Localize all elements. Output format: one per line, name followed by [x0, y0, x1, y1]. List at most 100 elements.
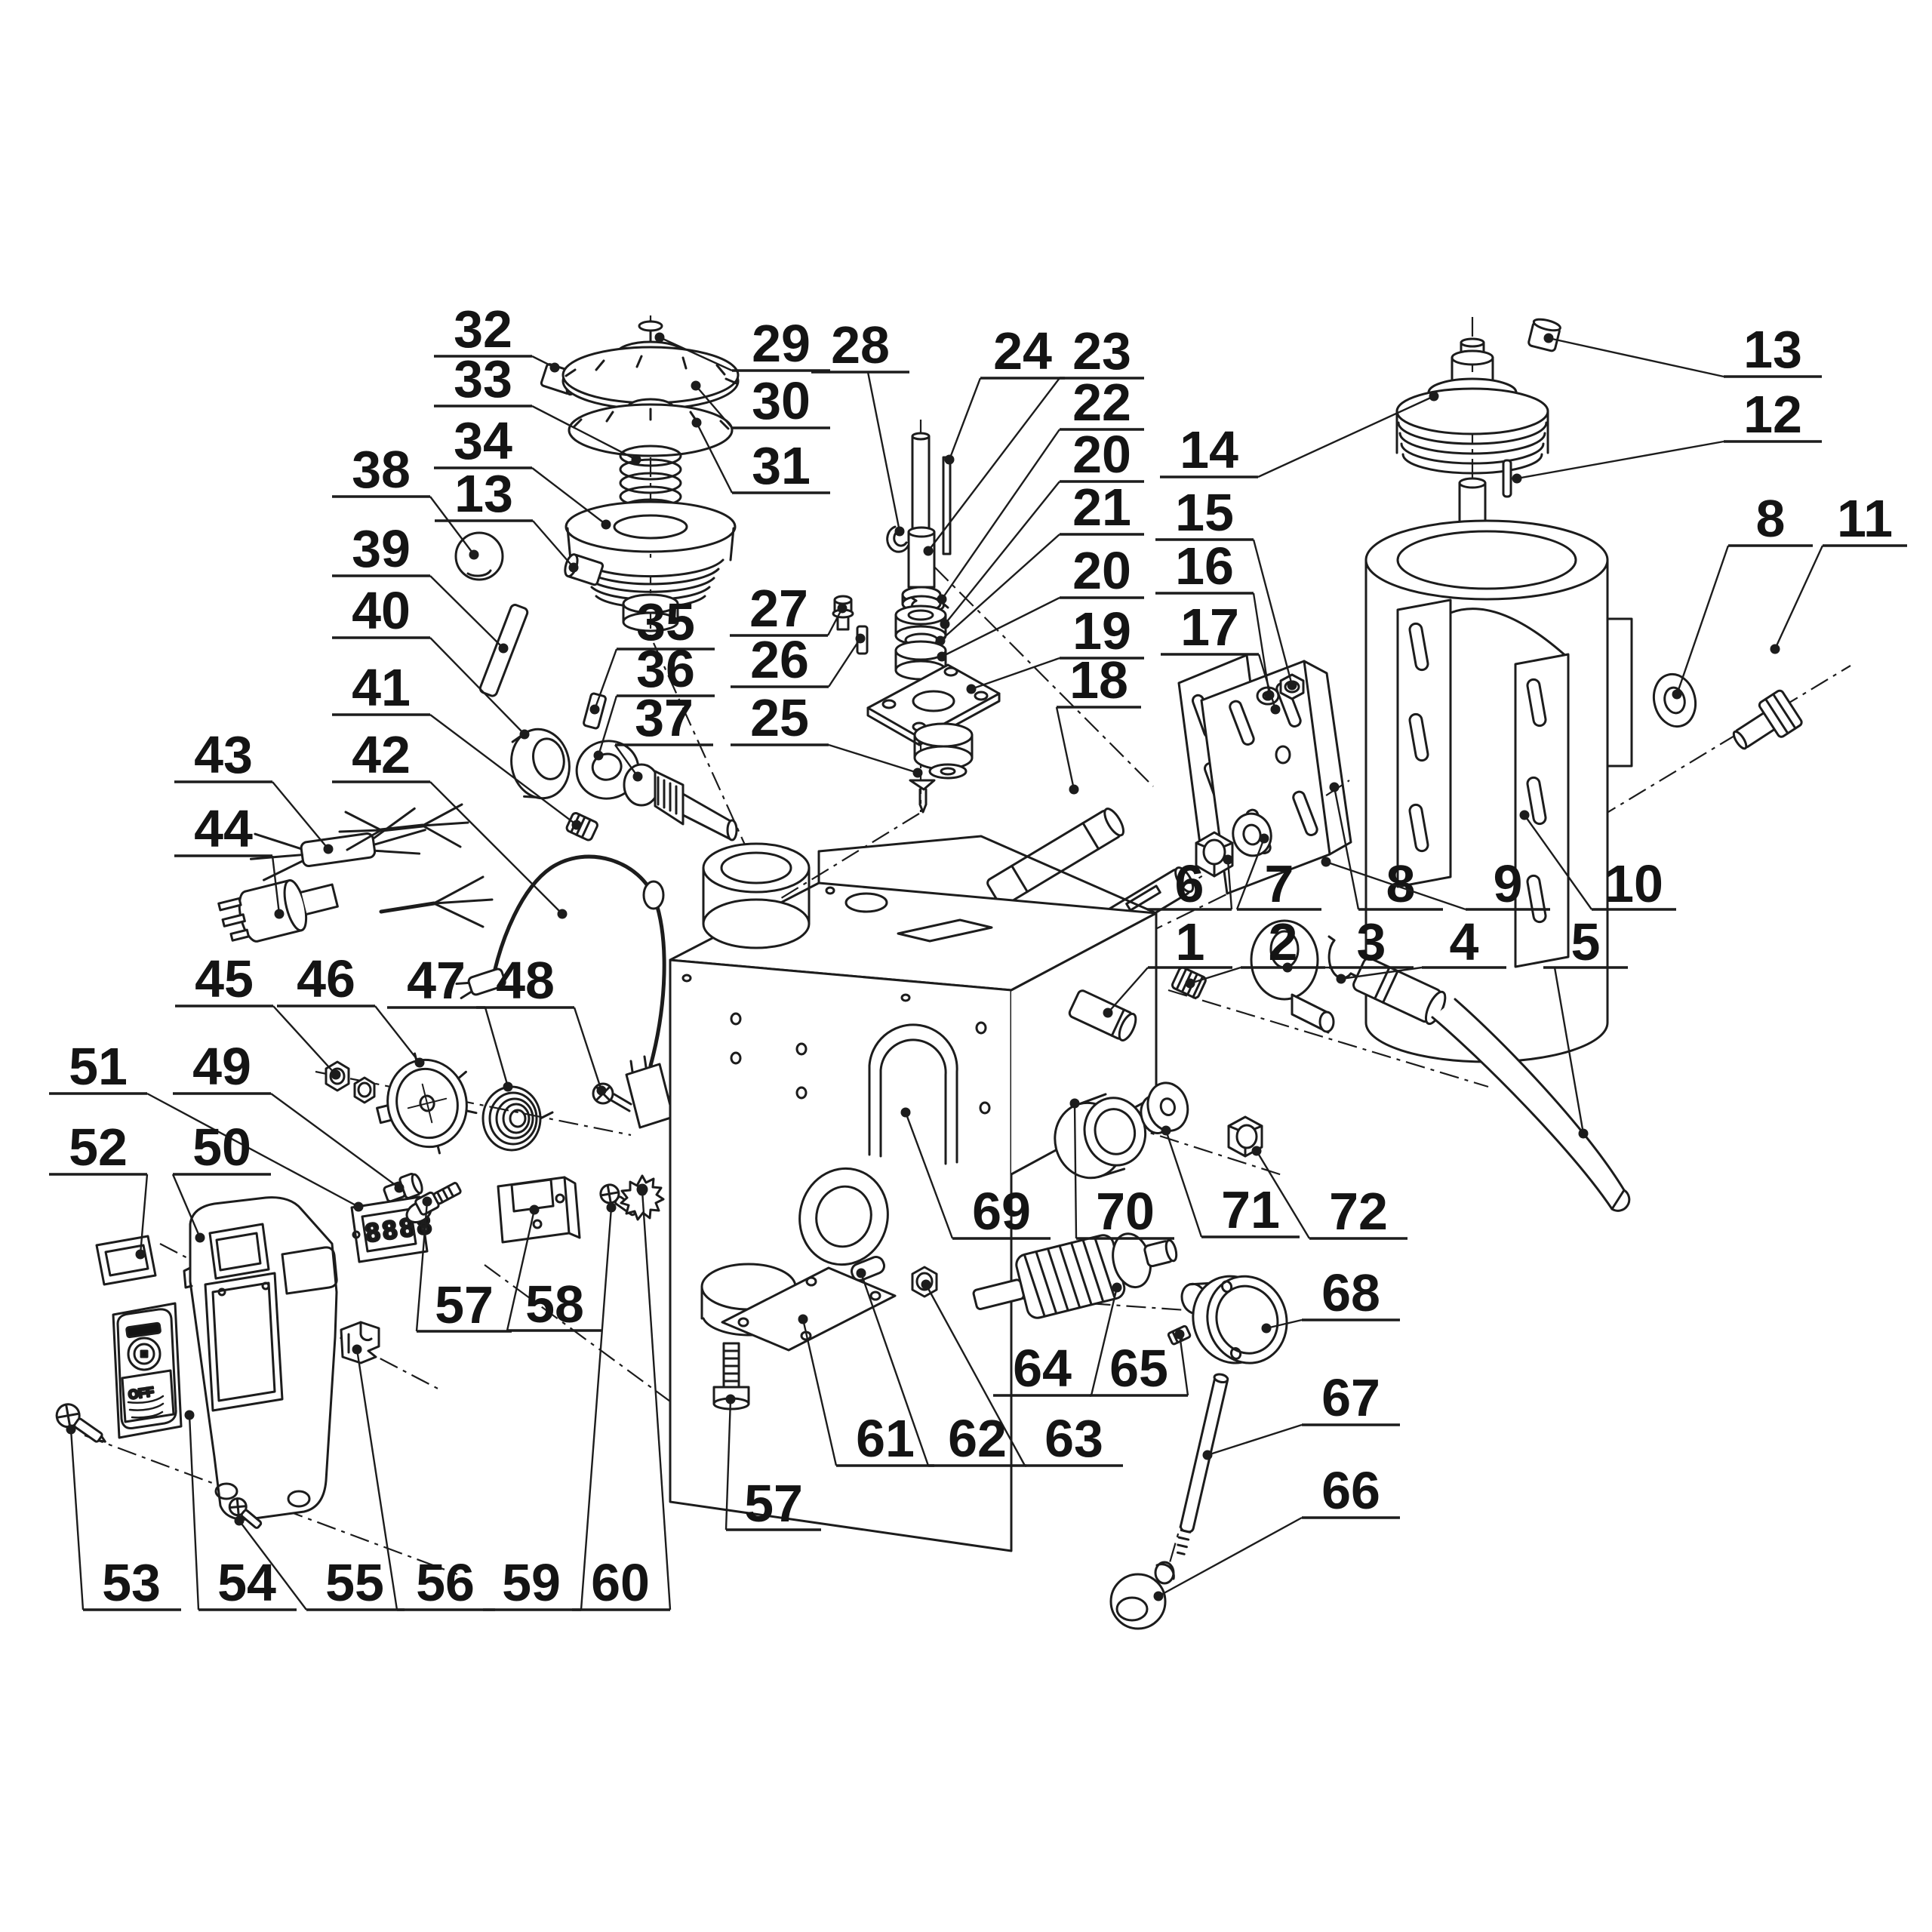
- callout-number-8: 8: [1756, 489, 1786, 548]
- callout-number-64: 64: [1013, 1339, 1072, 1398]
- callout-target-dot: [921, 1279, 931, 1290]
- callout-leader-line: [971, 657, 1060, 691]
- callout-number-42: 42: [352, 725, 411, 784]
- callout-leader-line: [641, 1190, 672, 1611]
- callout-target-dot: [601, 519, 611, 530]
- screw-53: [55, 1403, 106, 1443]
- callout-leader-line: [1516, 440, 1724, 480]
- callout-leader-line: [924, 1284, 1026, 1466]
- callout-number-13: 13: [1743, 320, 1802, 379]
- callout-number-11: 11: [1837, 489, 1893, 548]
- nut-72: [1227, 1115, 1263, 1158]
- spring-cap-46: [376, 1052, 478, 1155]
- callout-leader-line: [593, 648, 618, 710]
- callout-target-dot: [352, 1344, 362, 1355]
- callout-number-71: 71: [1221, 1180, 1280, 1239]
- callout-number-46: 46: [297, 949, 355, 1008]
- callout-target-dot: [1103, 1008, 1113, 1018]
- bolt-57-lower: [712, 1342, 750, 1411]
- callout-target-dot: [1161, 1125, 1171, 1136]
- callout-leader-line: [1207, 1423, 1303, 1457]
- callout-number-18: 18: [1069, 651, 1128, 709]
- depth-rod-67: [1176, 1373, 1229, 1555]
- bushing-70: [1054, 1093, 1147, 1180]
- callout-number-63: 63: [1044, 1409, 1103, 1468]
- callout-leader-line: [1255, 1150, 1311, 1239]
- callout-44: 44: [174, 799, 285, 919]
- callout-number-56: 56: [416, 1553, 475, 1612]
- callout-32: 32: [434, 300, 560, 373]
- bearing-20-lower: [894, 640, 947, 681]
- switch-54: OFF: [112, 1302, 183, 1439]
- callout-number-48: 48: [496, 951, 555, 1010]
- callout-target-dot: [935, 635, 946, 646]
- callout-59: 59: [483, 1202, 617, 1612]
- callout-number-60: 60: [591, 1553, 650, 1612]
- callout-target-dot: [1251, 1146, 1262, 1156]
- set-screw-25: [909, 779, 936, 814]
- callout-16: 16: [1155, 537, 1275, 700]
- callout-63: 63: [921, 1279, 1123, 1468]
- callout-number-5: 5: [1571, 912, 1601, 971]
- collar-40: [510, 728, 571, 800]
- callout-60: 60: [572, 1186, 672, 1612]
- callout-target-dot: [937, 594, 947, 605]
- centerline-12: [1162, 1406, 1217, 1584]
- callout-leader-line: [429, 781, 563, 915]
- callout-leader-line: [826, 608, 844, 636]
- callout-38: 38: [332, 440, 479, 560]
- callout-target-dot: [323, 844, 334, 854]
- callout-61: 61: [798, 1314, 934, 1468]
- callout-number-43: 43: [194, 725, 253, 784]
- callout-number-44: 44: [194, 799, 253, 858]
- circlip-4: [1327, 935, 1358, 980]
- callout-leader-line: [1548, 337, 1724, 378]
- callout-66: 66: [1153, 1461, 1400, 1601]
- motor-clamp-band: [1396, 598, 1570, 968]
- callout-23: 23: [923, 321, 1144, 556]
- callout-target-dot: [184, 1410, 195, 1420]
- callout-50: 50: [171, 1118, 271, 1243]
- callout-target-dot: [498, 643, 509, 654]
- callout-leader-line: [374, 1005, 420, 1063]
- callout-leader-line: [69, 1429, 85, 1611]
- callout-number-70: 70: [1096, 1182, 1155, 1241]
- callout-54: 54: [184, 1410, 297, 1612]
- callout-57: 57: [415, 1196, 512, 1334]
- callout-number-36: 36: [636, 639, 695, 698]
- callout-target-dot: [856, 1268, 866, 1278]
- callout-58: 58: [506, 1204, 602, 1334]
- callout-target-dot: [966, 684, 977, 694]
- callout-target-dot: [422, 1196, 432, 1207]
- callout-leader-line: [860, 1272, 930, 1466]
- cord-connector-43: [249, 807, 426, 881]
- callout-28: 28: [811, 315, 909, 537]
- callout-target-dot: [394, 1183, 405, 1193]
- callout-22: 22: [937, 373, 1144, 605]
- spindle-shaft: [901, 432, 942, 613]
- pinion-shaft-64: [972, 1232, 1178, 1319]
- callout-65: 65: [1090, 1329, 1189, 1398]
- callout-target-dot: [1223, 854, 1233, 865]
- callout-target-dot: [593, 750, 604, 761]
- callout-leader-line: [695, 385, 733, 429]
- washer-8-right: [1652, 672, 1697, 728]
- callout-number-37: 37: [635, 688, 694, 747]
- callout-20: 20: [940, 425, 1144, 629]
- callout-target-dot: [1578, 1128, 1589, 1139]
- ball-knob-38: [454, 531, 504, 581]
- callout-number-53: 53: [102, 1553, 161, 1612]
- callout-number-12: 12: [1743, 385, 1802, 444]
- callout-target-dot: [798, 1314, 808, 1324]
- callout-leader-line: [415, 1201, 429, 1332]
- callout-52: 52: [49, 1118, 149, 1260]
- callout-number-52: 52: [69, 1118, 128, 1177]
- callout-leader-line: [532, 520, 574, 568]
- callout-target-dot: [837, 603, 848, 614]
- callout-number-24: 24: [993, 321, 1052, 380]
- callout-leader-line: [271, 855, 281, 915]
- callout-leader-line: [1107, 967, 1149, 1014]
- callout-target-dot: [940, 619, 950, 629]
